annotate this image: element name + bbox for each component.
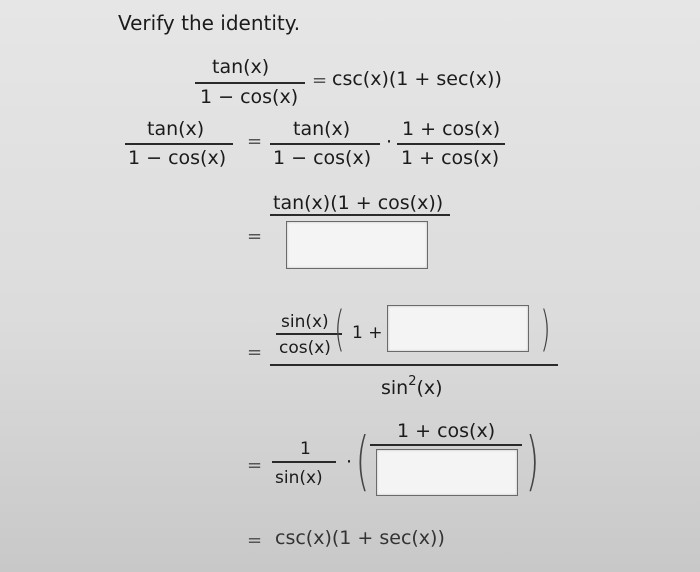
step1-factor1-denominator: 1 − cos(x) [273, 147, 372, 169]
step2-numerator: tan(x)(1 + cos(x)) [273, 192, 444, 214]
step3-equals: = [247, 342, 263, 363]
step3-den-exponent: 2 [408, 374, 417, 389]
identity-equals: = [312, 70, 328, 91]
step1-factor1-numerator: tan(x) [293, 118, 351, 140]
step4-factor1-fraction-bar [272, 461, 336, 463]
step3-inner-numerator: sin(x) [281, 312, 329, 332]
step3-main-fraction-bar [270, 364, 558, 366]
step3-inner-input[interactable] [387, 305, 529, 352]
step1-lhs-fraction-bar [125, 143, 233, 145]
step1-multiply-dot: · [386, 131, 393, 153]
step5-result: csc(x)(1 + sec(x)) [275, 527, 445, 549]
step4-factor2-fraction-bar [370, 444, 522, 446]
step1-factor1-fraction-bar [270, 143, 380, 145]
identity-fraction-bar [195, 82, 305, 84]
step3-right-paren: ) [540, 301, 551, 357]
step4-right-paren: ) [525, 425, 540, 499]
step3-left-paren: ( [334, 301, 345, 357]
step3-den-base: sin [381, 377, 409, 399]
identity-rhs: csc(x)(1 + sec(x)) [332, 68, 502, 90]
step4-factor2-numerator: 1 + cos(x) [397, 420, 496, 442]
question-title: Verify the identity. [118, 11, 301, 35]
step3-den-arg: (x) [416, 377, 443, 399]
step2-denominator-input[interactable] [286, 221, 428, 269]
step1-factor2-numerator: 1 + cos(x) [402, 118, 501, 140]
step1-factor2-denominator: 1 + cos(x) [401, 147, 500, 169]
step3-inner-fraction-bar [276, 333, 342, 335]
step4-factor1-denominator: sin(x) [275, 468, 323, 488]
step4-denominator-input[interactable] [376, 449, 518, 496]
step3-inner-denominator: cos(x) [279, 338, 331, 358]
step2-fraction-bar [270, 214, 450, 216]
step5-equals: = [247, 530, 263, 551]
step2-equals: = [247, 226, 263, 247]
step4-multiply-dot: · [346, 451, 353, 473]
step1-lhs-numerator: tan(x) [147, 118, 205, 140]
step1-equals: = [247, 131, 263, 152]
step1-factor2-fraction-bar [397, 143, 505, 145]
identity-lhs-denominator: 1 − cos(x) [200, 86, 299, 108]
step4-left-paren: ( [355, 425, 370, 499]
step4-equals: = [247, 455, 263, 476]
step1-lhs-denominator: 1 − cos(x) [128, 147, 227, 169]
step3-denominator: sin2(x) [381, 374, 443, 402]
step3-plus-text: 1 + [352, 323, 383, 343]
identity-lhs-numerator: tan(x) [212, 56, 270, 78]
step4-factor1-numerator: 1 [300, 439, 311, 459]
